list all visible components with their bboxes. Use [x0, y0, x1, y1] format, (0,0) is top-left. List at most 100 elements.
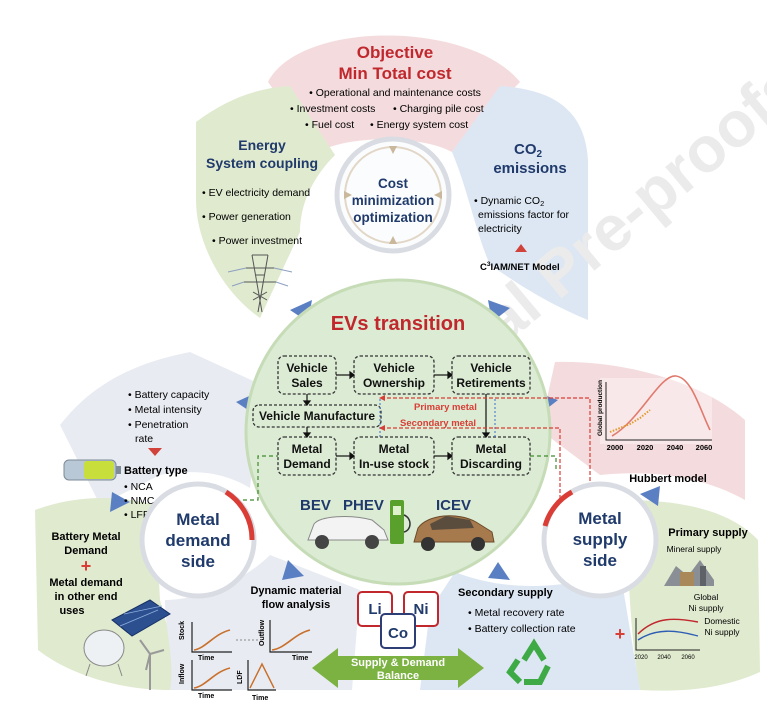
demand-item-capacity: • Battery capacity: [128, 389, 210, 401]
box-vehicle-retirements: [451, 355, 531, 395]
demand-item-penetration: • Penetration: [128, 419, 188, 431]
hubbert-tick: 2020: [637, 443, 654, 452]
recycle-icon: [506, 638, 551, 685]
power-tower-icon: [227, 254, 293, 313]
down-chevron-icon: [148, 448, 162, 456]
box-metal-demand-l1: Metal: [292, 442, 323, 456]
box-inuse-l2: In-use stock: [359, 457, 429, 471]
outflow-chart: Outflow Time: [259, 619, 312, 662]
primary-supply-title: Primary supply: [668, 527, 748, 539]
ni-label: Ni: [414, 601, 429, 618]
primary-metal-label: Primary metal: [414, 402, 477, 413]
ni-tick: 2020: [634, 655, 648, 661]
wind-turbine-icon: [139, 639, 165, 690]
balance-label-l1: Supply & Demand: [351, 657, 445, 669]
secondary-item-recovery: • Metal recovery rate: [468, 607, 565, 619]
energy-item-ev: • EV electricity demand: [202, 187, 310, 199]
dmfa-dotted-arrows: [236, 639, 264, 677]
ring-marker-icon: [389, 236, 397, 244]
green-links: [236, 455, 557, 501]
flow-arrows: [302, 370, 491, 461]
box-discarding-l2: Discarding: [460, 457, 522, 471]
objective-item-om: • Operational and maintenance costs: [309, 87, 481, 99]
box-metal-discarding: [451, 436, 531, 476]
battery-metal-demand-l1: Battery Metal: [51, 531, 120, 543]
energy-petal: [196, 86, 335, 318]
box-vehicle-manufacture: [252, 404, 382, 428]
box-sales-l1: Vehicle: [286, 361, 328, 375]
box-retirements-l2: Retirements: [456, 376, 526, 390]
flow-dotted-arrows: [379, 398, 496, 437]
hubbert-ylabel: Global production: [597, 380, 604, 436]
electric-car-icon: [307, 516, 389, 549]
stock-label: Stock: [179, 621, 186, 640]
box-inuse-l1: Metal: [379, 442, 410, 456]
objective-item-charging: • Charging pile cost: [393, 103, 484, 115]
objective-subtitle: Min Total cost: [338, 64, 451, 83]
supply-circle-l2: supply: [573, 530, 628, 549]
arrow-icon: [640, 486, 660, 506]
arrow-icon: [282, 560, 304, 580]
battery-type-lfp: • LFP: [124, 509, 150, 521]
stock-time-label: Time: [198, 655, 214, 662]
up-chevron-icon: [515, 244, 527, 252]
ni-domestic-l1: Domestic: [704, 616, 740, 626]
supply-right-petal: [625, 500, 760, 691]
hubbert-chart: Global production 2000 2020 2040 2060: [597, 375, 712, 452]
energy-subtitle: System coupling: [206, 155, 318, 171]
objective-petal: [268, 35, 520, 152]
balance-label-l2: Balance: [377, 670, 419, 682]
ni-global-l1: Global: [694, 592, 719, 602]
secondary-item-collection: • Battery collection rate: [468, 623, 576, 635]
supply-top-petal: [540, 361, 745, 500]
ring-marker-icon: [389, 146, 397, 154]
inflow-label: Inflow: [179, 663, 186, 684]
box-metal-demand-l2: Demand: [283, 457, 330, 471]
box-ownership-l1: Vehicle: [373, 361, 415, 375]
outflow-time-label: Time: [292, 655, 308, 662]
ev-title: EVs transition: [331, 313, 465, 335]
gasoline-car-icon: [413, 515, 495, 551]
hubbert-title: Hubbert model: [629, 473, 707, 485]
li-label: Li: [368, 601, 381, 618]
demand-circle-l3: side: [181, 552, 215, 571]
co2-petal: [452, 86, 588, 320]
inflow-time-label: Time: [198, 693, 214, 700]
box-manufacture-l1: Vehicle Manufacture: [259, 409, 375, 423]
co2-subtitle: emissions: [493, 160, 566, 177]
inflow-chart: Inflow Time: [179, 660, 232, 700]
ni-domestic-l2: Ni supply: [705, 627, 741, 637]
mineral-supply-label: Mineral supply: [667, 544, 723, 554]
demand-plus: +: [81, 556, 92, 576]
ldf-time-label: Time: [252, 695, 268, 702]
supply-circle: [541, 481, 659, 599]
battery-metal-demand-l2: Demand: [64, 545, 107, 557]
arrow-icon: [488, 562, 510, 580]
icev-label: ICEV: [436, 497, 471, 514]
supply-circle-red-arc: [542, 489, 574, 527]
arrow-icon: [379, 425, 385, 431]
objective-item-fuel: • Fuel cost: [305, 119, 354, 131]
objective-title: Objective: [357, 43, 434, 62]
cost-circle-line1: Cost: [378, 176, 409, 191]
battery-type-nmc: • NMC: [124, 495, 155, 507]
ring-marker-icon: [434, 191, 442, 199]
hubbert-tick: 2040: [667, 443, 684, 452]
ni-tick: 2060: [681, 655, 695, 661]
box-vehicle-sales: [277, 355, 337, 395]
battery-icon: [63, 459, 121, 481]
box-ownership-l2: Ownership: [363, 376, 425, 390]
objective-item-investment: • Investment costs: [290, 103, 375, 115]
bev-label: BEV: [300, 497, 331, 514]
other-demand-l1: Metal demand: [49, 577, 122, 589]
supply-circle-l1: Metal: [578, 509, 621, 528]
demand-bottom-petal: [165, 555, 360, 690]
ldf-chart: LDF Time: [237, 660, 276, 702]
co2-item-line3: electricity: [478, 223, 523, 235]
demand-circle-red-arc: [224, 489, 255, 541]
demand-item-intensity: • Metal intensity: [128, 404, 202, 416]
cost-circle-line2: minimization: [352, 193, 435, 208]
charger-icon: [390, 500, 411, 544]
supply-circle-l3: side: [583, 551, 617, 570]
ni-global-l2: Ni supply: [689, 603, 725, 613]
